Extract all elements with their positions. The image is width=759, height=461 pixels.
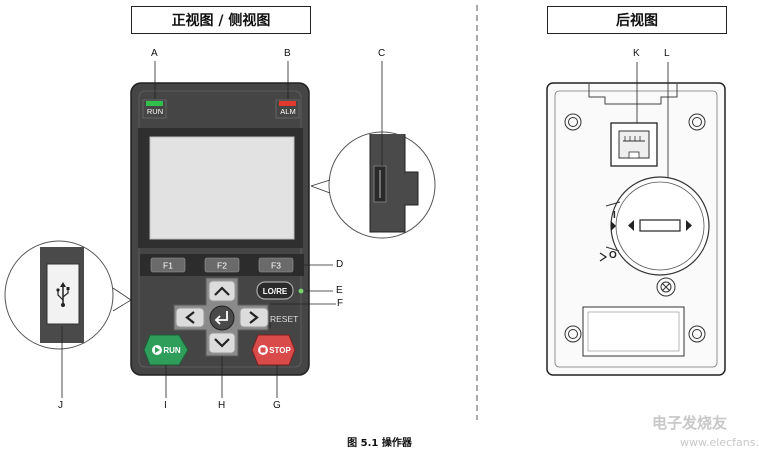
front-side-view-title: 正视图 / 侧视图 bbox=[131, 6, 311, 34]
dial-on-mark: I bbox=[613, 210, 616, 221]
callout-j: J bbox=[58, 400, 63, 411]
enter-icon bbox=[214, 311, 228, 325]
f2-key[interactable]: F2 bbox=[204, 257, 240, 273]
callout-d: D bbox=[336, 259, 344, 270]
alm-indicator-label: ALM bbox=[280, 107, 295, 116]
watermark-title: 电子发烧友 bbox=[652, 414, 728, 432]
run-play-icon bbox=[155, 347, 160, 353]
lo-re-key-label: LO/RE bbox=[263, 287, 288, 296]
lo-re-key[interactable]: LO/RE bbox=[256, 281, 294, 300]
right-arrow-icon bbox=[249, 311, 259, 324]
usb-port-cover bbox=[46, 263, 80, 325]
run-key-label: RUN bbox=[163, 346, 181, 355]
stop-square-icon bbox=[260, 347, 266, 353]
f3-key-label: F3 bbox=[271, 261, 281, 271]
callout-i: I bbox=[164, 400, 167, 411]
rear-operator: I O bbox=[546, 82, 726, 376]
enter-key[interactable] bbox=[209, 305, 235, 331]
figure-caption: 图 5.1 操作器 bbox=[347, 438, 412, 449]
f2-key-label: F2 bbox=[217, 261, 227, 271]
alm-indicator: ALM bbox=[275, 99, 300, 119]
lcd-screen bbox=[149, 136, 295, 240]
stop-key[interactable]: STOP bbox=[251, 334, 296, 366]
screw-icon bbox=[564, 325, 582, 343]
lo-re-led bbox=[298, 288, 304, 294]
callout-k: K bbox=[633, 48, 640, 59]
leader-lines bbox=[61, 61, 669, 398]
dial-off-arrow-icon bbox=[599, 252, 608, 262]
callout-b: B bbox=[284, 48, 291, 59]
f1-key-label: F1 bbox=[163, 261, 173, 271]
front-operator: RUN ALM F1 F2 F3 bbox=[130, 82, 310, 376]
callout-l: L bbox=[664, 48, 670, 59]
down-arrow-icon bbox=[214, 338, 230, 348]
rear-view-title: 后视图 bbox=[547, 6, 727, 34]
dial-arrow-right-icon bbox=[686, 220, 692, 231]
side-detail-j bbox=[4, 240, 132, 350]
run-indicator-label: RUN bbox=[147, 107, 163, 116]
usb-icon bbox=[56, 282, 70, 307]
down-key[interactable] bbox=[208, 332, 236, 354]
f1-key[interactable]: F1 bbox=[150, 257, 186, 273]
run-indicator: RUN bbox=[142, 99, 167, 119]
up-key[interactable] bbox=[208, 280, 236, 302]
dial-off-mark: O bbox=[609, 250, 617, 261]
left-arrow-icon bbox=[185, 311, 195, 324]
callout-f: F bbox=[337, 298, 344, 309]
callout-e: E bbox=[336, 285, 343, 296]
right-key[interactable] bbox=[239, 307, 269, 328]
up-arrow-icon bbox=[214, 286, 230, 296]
callout-h: H bbox=[218, 400, 226, 411]
center-screw-icon bbox=[656, 277, 676, 297]
screw-icon bbox=[688, 325, 706, 343]
callout-c: C bbox=[378, 48, 386, 59]
callout-a: A bbox=[151, 48, 158, 59]
screw-icon bbox=[564, 113, 582, 131]
left-key[interactable] bbox=[175, 307, 205, 328]
run-key[interactable]: RUN bbox=[143, 334, 189, 366]
screw-icon bbox=[688, 113, 706, 131]
stop-key-label: STOP bbox=[269, 346, 291, 355]
side-detail-c bbox=[310, 131, 436, 239]
f3-key[interactable]: F3 bbox=[258, 257, 294, 273]
dial-on-arrow-icon bbox=[611, 221, 616, 231]
reset-label: RESET bbox=[270, 314, 298, 324]
battery-dial[interactable]: I O bbox=[599, 176, 710, 276]
battery-cover bbox=[582, 306, 685, 357]
callout-g: G bbox=[273, 400, 281, 411]
dial-arrow-left-icon bbox=[628, 220, 634, 231]
watermark-url: www.elecfans.com bbox=[680, 436, 759, 449]
rj45-port bbox=[610, 122, 658, 167]
